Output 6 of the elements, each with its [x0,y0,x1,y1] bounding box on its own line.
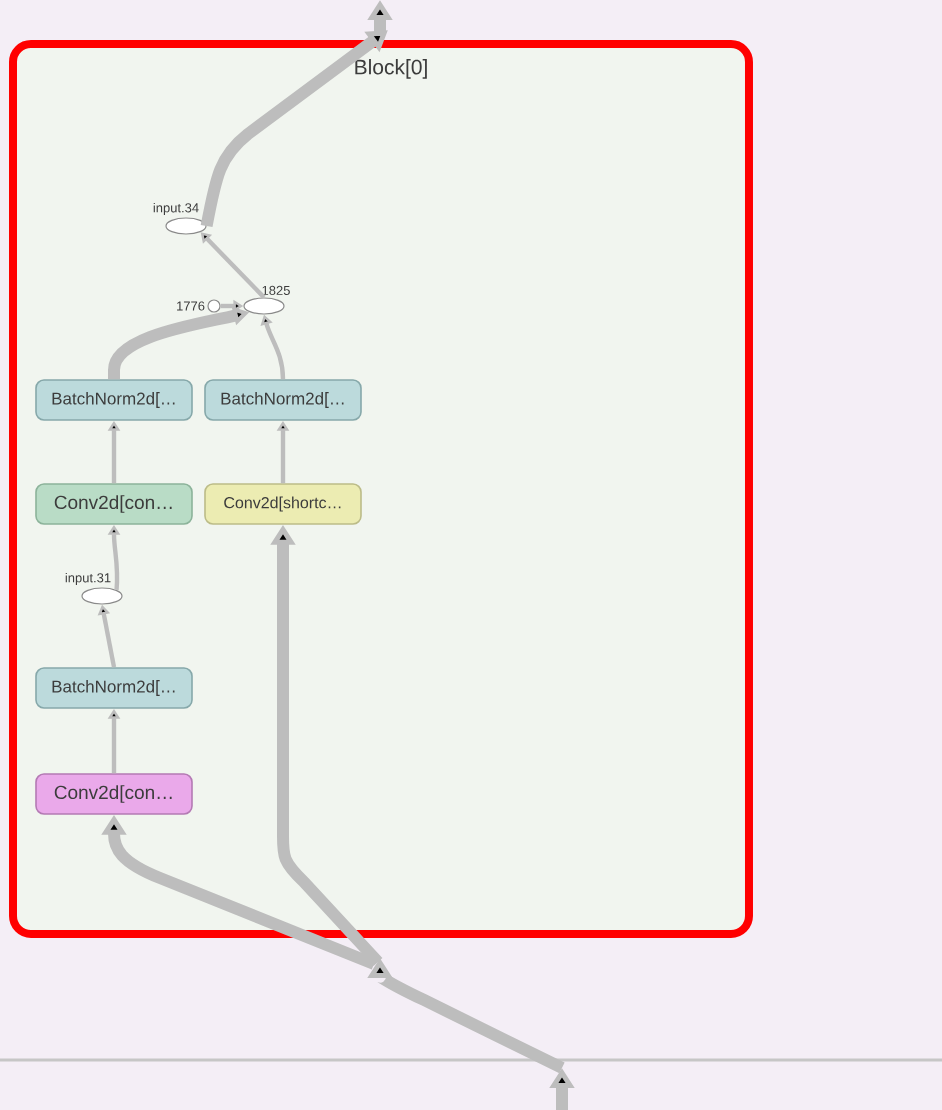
layer-box: BatchNorm2d[… [35,667,193,709]
layer-box: Conv2d[con… [35,483,193,525]
layer-box: Conv2d[con… [35,773,193,815]
layer-box: Conv2d[shortc… [204,483,362,525]
layer-box: BatchNorm2d[… [204,379,362,421]
layer-box: BatchNorm2d[… [35,379,193,421]
